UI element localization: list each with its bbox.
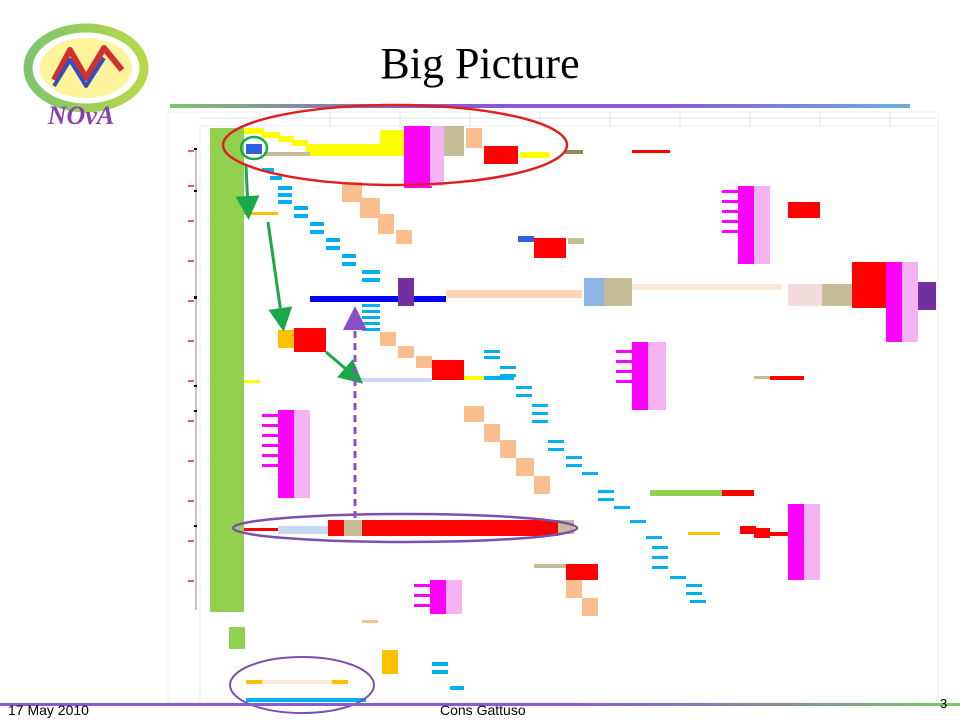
red-block-right (852, 262, 886, 308)
yellow-task-group (244, 128, 550, 158)
page-number: 3 (940, 696, 948, 711)
cyan-task-group-2 (362, 304, 380, 331)
summary-bar-green (210, 128, 244, 612)
red-block-top (484, 146, 518, 164)
footer-date: 17 May 2010 (8, 702, 89, 718)
peach-task-group-2 (464, 406, 550, 494)
green-arrow-3 (325, 350, 364, 384)
magenta-block-left (278, 410, 294, 498)
magenta-block-top (404, 126, 432, 188)
magenta-block-right (738, 186, 754, 264)
highlight-oval-bottom (229, 656, 375, 714)
summary-bar-green-small (229, 627, 245, 649)
row-label-marks (188, 150, 194, 582)
nova-logo: NOvA (6, 16, 156, 130)
blue-bar (310, 296, 446, 302)
green-arrow-1 (235, 165, 260, 220)
highlight-circle-green (239, 135, 269, 161)
cyan-task-group-1 (262, 168, 380, 282)
title-rule (170, 104, 910, 108)
highlight-oval-top (221, 103, 569, 187)
highlight-oval-middle (231, 512, 579, 544)
green-arrow-2 (266, 221, 293, 332)
red-long-bar (362, 520, 558, 536)
slide-title: Big Picture (380, 39, 580, 88)
footer-rule (0, 703, 960, 706)
peach-task-group-1 (342, 182, 412, 244)
logo-text: NOvA (47, 101, 114, 128)
cyan-task-group-3 (484, 350, 706, 603)
footer-author: Cons Gattuso (440, 702, 526, 718)
red-block-middle (294, 328, 326, 352)
